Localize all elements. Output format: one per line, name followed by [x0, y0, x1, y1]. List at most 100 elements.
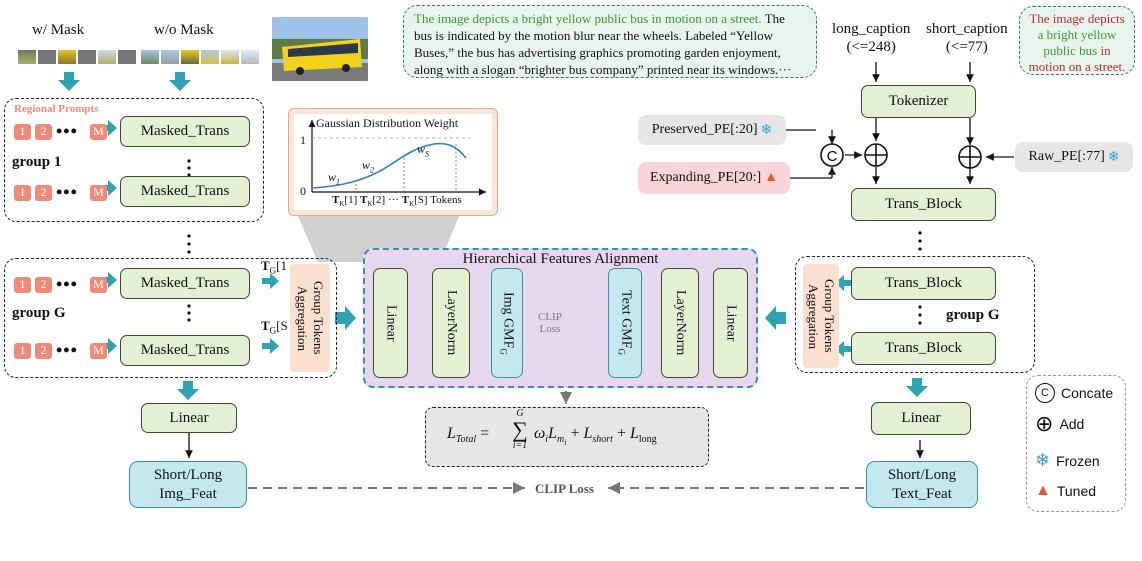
masked-trans-box: Masked_Trans: [120, 268, 250, 299]
gaussian-plot-area: [294, 114, 492, 210]
token-ellipsis: •••: [56, 182, 78, 202]
image-group-aggregation: Group Tokens Aggregation: [290, 264, 330, 372]
token: 1: [14, 123, 31, 140]
long-caption-rest: The bus is indicated by the motion blur …: [414, 11, 792, 77]
svg-text:C: C: [827, 148, 838, 165]
snowflake-icon: ❄: [1035, 450, 1051, 470]
legend-tuned: ▲ Tuned: [1035, 482, 1097, 499]
token: M: [89, 276, 107, 293]
snowflake-icon: ❄: [760, 122, 773, 138]
snowflake-icon: ❄: [1107, 149, 1120, 165]
masked-trans-box: Masked_Trans: [120, 116, 250, 147]
preserved-pe-box: Preserved_PE[:20]❄: [638, 115, 786, 145]
token: 1: [14, 184, 31, 201]
token-row: 1 2 ••• M: [14, 340, 107, 361]
gaussian-plot-svg: [308, 120, 486, 196]
token: M: [89, 184, 107, 201]
short-caption-part: public bus: [1043, 43, 1098, 58]
regional-prompts-label: Regional Prompts: [14, 103, 99, 115]
token: 2: [35, 342, 52, 359]
group-1-label: group 1: [12, 154, 62, 170]
legend-add: ⊕ Add: [1035, 411, 1085, 436]
short-caption-part: The image depicts: [1029, 11, 1125, 26]
hfa-text-gmf: Text GMFG: [608, 268, 642, 378]
gaussian-w1: w1: [328, 170, 341, 187]
hfa-text-layernorm: LayerNorm: [661, 268, 699, 378]
tokenizer-box: Tokenizer: [861, 85, 976, 118]
without-mask-label: w/o Mask: [154, 22, 214, 38]
legend-concat: C Concate: [1035, 383, 1113, 403]
text-linear-box: Linear: [871, 402, 971, 435]
flame-icon: ▲: [1035, 482, 1051, 499]
masked-thumbnails: [18, 50, 136, 64]
trans-block-box: Trans_Block: [851, 332, 996, 365]
loss-formula: LTotal =: [447, 425, 490, 446]
text-group-aggregation: Group Tokens Aggregation: [803, 264, 839, 368]
long-caption-label: long_caption(<=248): [832, 21, 911, 55]
group-G-label: group G: [12, 305, 66, 321]
text-group-G-frame: [795, 256, 1035, 373]
concat-circle-icon: C: [1035, 383, 1055, 403]
token: M: [89, 342, 107, 359]
image-linear-box: Linear: [141, 403, 237, 433]
short-caption-label: short_caption(<=77): [926, 21, 1008, 55]
add-circle-icon: ⊕: [1035, 411, 1054, 436]
expanding-pe-box: Expanding_PE[20:]▲: [638, 162, 790, 194]
trans-block-box: Trans_Block: [851, 267, 996, 300]
gaussian-y0: 0: [300, 184, 306, 198]
short-caption-part: in: [1100, 43, 1111, 58]
hfa-title: Hierarchical Features Alignment: [462, 251, 659, 267]
token-ellipsis: •••: [56, 340, 78, 360]
token: 1: [14, 342, 31, 359]
bus-photo: [272, 17, 368, 81]
trans-block-box: Trans_Block: [851, 188, 996, 221]
token-row: 1 2 ••• M: [14, 274, 107, 295]
gaussian-x-ticks: TK[1] TK[2] ··· TK[S] Tokens: [332, 194, 462, 209]
flame-icon: ▲: [764, 170, 779, 185]
token-row: 1 2 ••• M: [14, 121, 107, 142]
image-group-1-frame: [4, 98, 264, 222]
concat-circle-icon: C: [820, 143, 844, 167]
bottom-clip-loss: CLIP Loss: [535, 481, 594, 496]
gaussian-y1: 1: [300, 133, 306, 147]
short-caption-part: motion on a street.: [1028, 59, 1126, 74]
with-mask-label: w/ Mask: [32, 22, 85, 38]
add-circle-icon: [864, 143, 888, 167]
token-ellipsis: •••: [56, 121, 78, 141]
token: 2: [35, 184, 52, 201]
raw-pe-box: Raw_PE[:77]❄: [1015, 142, 1133, 172]
token: 2: [35, 123, 52, 140]
legend-frozen: ❄ Frozen: [1035, 450, 1100, 470]
token: M: [89, 123, 107, 140]
gaussian-w2: w2: [362, 158, 375, 175]
gaussian-title: Gaussian Distribution Weight: [316, 116, 459, 130]
token: 1: [14, 276, 31, 293]
legend-box: [1026, 375, 1126, 512]
hfa-text-linear: Linear: [713, 268, 748, 378]
hfa-image-layernorm: LayerNorm: [432, 268, 470, 378]
masked-trans-box: Masked_Trans: [120, 335, 250, 366]
text-group-G-label: group G: [946, 307, 1000, 323]
token-row: 1 2 ••• M: [14, 182, 107, 203]
teal-arrows: [58, 72, 928, 400]
short-caption-part: a bright yellow: [1037, 27, 1117, 42]
tgs-label: TG[S: [261, 318, 288, 336]
loss-formula-box: [425, 407, 709, 467]
long-caption-bubble: The image depicts a bright yellow public…: [403, 5, 817, 78]
loss-sum-symbol: G ∑ i=1: [512, 408, 528, 451]
hfa-image-linear: Linear: [373, 268, 408, 378]
short-caption-bubble: The image depicts a bright yellow public…: [1019, 6, 1135, 75]
image-group-G-frame: [4, 258, 337, 378]
unmasked-thumbnails: [141, 50, 259, 64]
loss-terms: ωiLmi + Lshort + Llong: [534, 425, 657, 448]
token: 2: [35, 276, 52, 293]
token-ellipsis: •••: [56, 274, 78, 294]
gaussian-ws: wS: [417, 142, 430, 159]
hfa-img-gmf: Img GMFG: [491, 268, 523, 378]
masked-trans-box: Masked_Trans: [120, 176, 250, 207]
long-caption-highlight: The image depicts a bright yellow public…: [414, 11, 762, 26]
